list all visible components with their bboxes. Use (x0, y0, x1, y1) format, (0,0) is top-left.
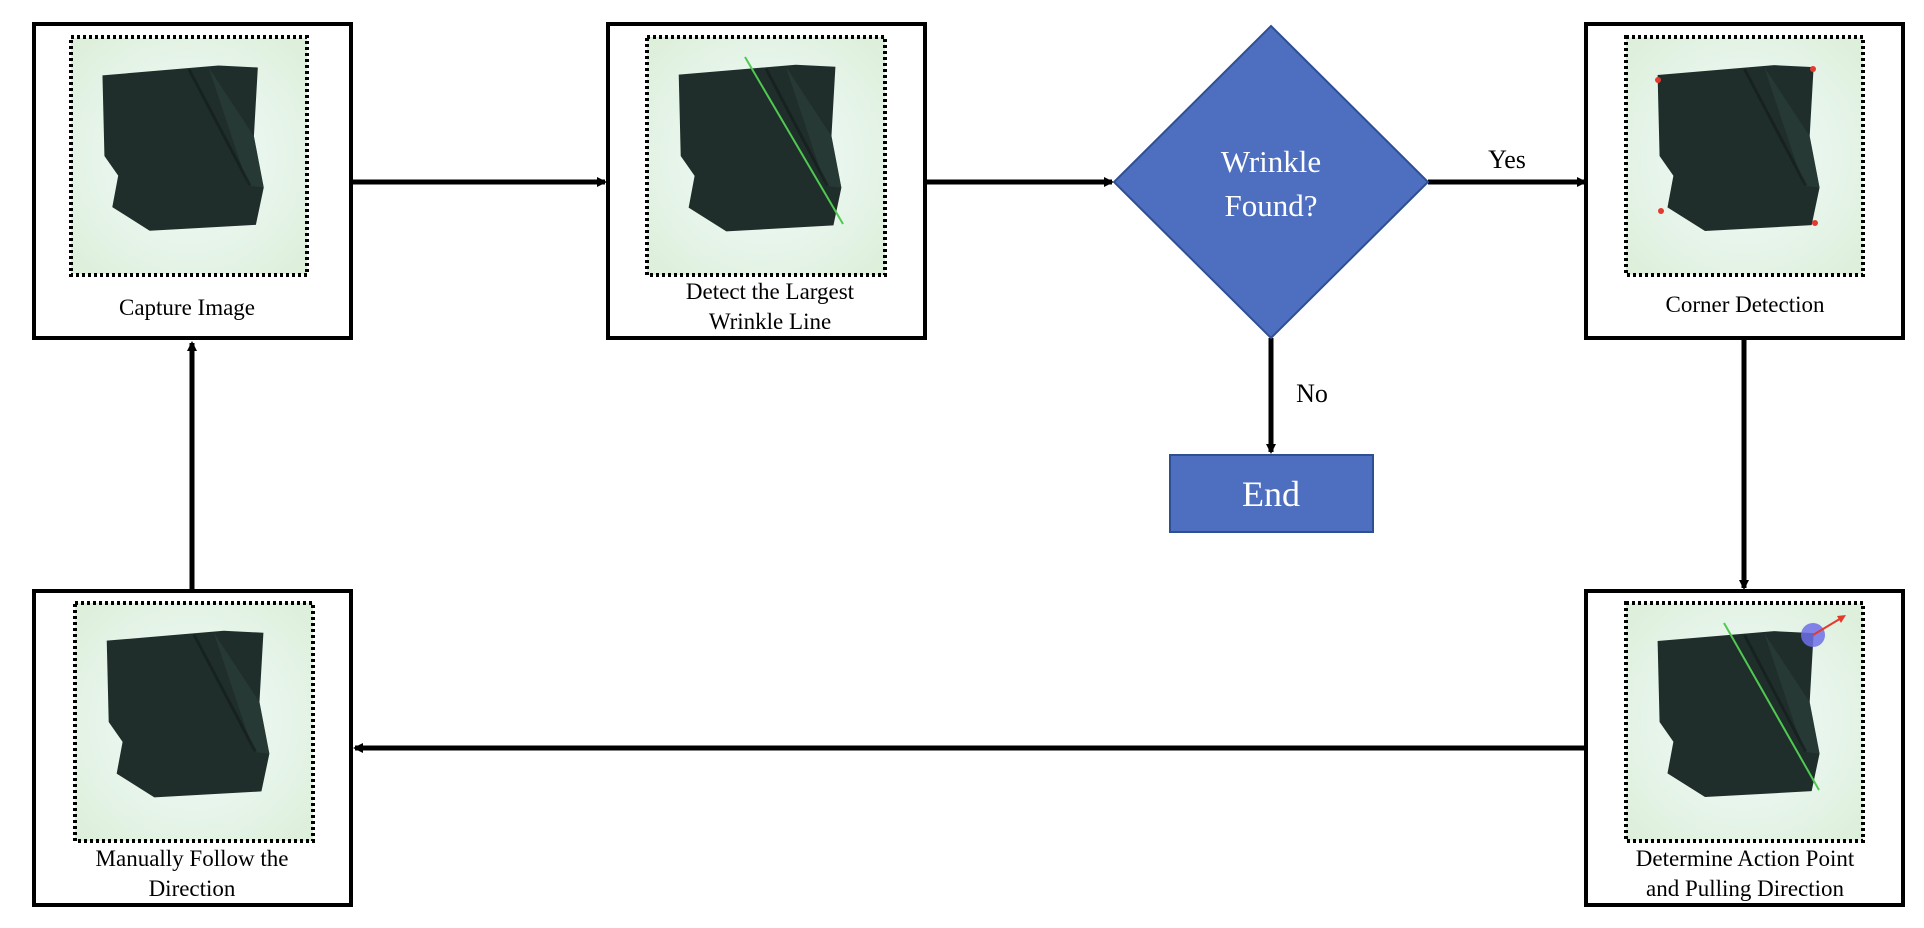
edges: Yes No (187, 145, 1749, 753)
edge-label-yes: Yes (1488, 145, 1526, 174)
node-label-line-1: Detect the Largest (686, 279, 855, 304)
node-detect-wrinkle: Detect the Largest Wrinkle Line (606, 22, 927, 340)
node-action-point: Determine Action Point and Pulling Direc… (1584, 589, 1905, 907)
dotted-frame (1624, 35, 1865, 277)
pulling-direction-arrowhead (1837, 615, 1846, 623)
dotted-frame (645, 35, 887, 277)
corner-marker (1812, 220, 1818, 226)
corner-marker (1655, 77, 1661, 83)
node-label-line-1: Manually Follow the (96, 846, 289, 871)
node-end: End (1169, 454, 1374, 533)
dotted-frame (1624, 601, 1865, 843)
node-label-line-2: Wrinkle Line (709, 309, 831, 334)
node-label-line-1: Determine Action Point (1636, 846, 1855, 871)
node-manually-follow: Manually Follow the Direction (32, 589, 353, 907)
cloth-photo (75, 603, 313, 841)
corner-marker (1810, 66, 1816, 72)
node-label-line-2: and Pulling Direction (1646, 876, 1845, 901)
edge-label-no: No (1296, 379, 1328, 408)
node-label: Corner Detection (1665, 292, 1825, 317)
node-capture-image: Capture Image (32, 22, 353, 340)
cloth-photo (1626, 603, 1863, 841)
dotted-frame (69, 35, 309, 277)
wrinkle-line (1723, 622, 1820, 791)
cloth-photo (1626, 37, 1863, 275)
node-label: Capture Image (119, 295, 255, 320)
end-label: End (1242, 474, 1300, 514)
cloth-photo (71, 37, 307, 275)
corner-marker (1658, 208, 1664, 214)
cloth-photo (647, 37, 885, 275)
node-label-line-2: Direction (149, 876, 236, 901)
dotted-frame (73, 601, 315, 843)
pulling-direction-arrow (1812, 616, 1844, 636)
node-decision-wrinkle-found: Wrinkle Found? (1112, 24, 1430, 340)
decision-label-line-2: Found? (1225, 188, 1318, 223)
wrinkle-line (744, 56, 844, 225)
decision-label-line-1: Wrinkle (1221, 144, 1321, 179)
node-corner-detection: Corner Detection (1584, 22, 1905, 340)
